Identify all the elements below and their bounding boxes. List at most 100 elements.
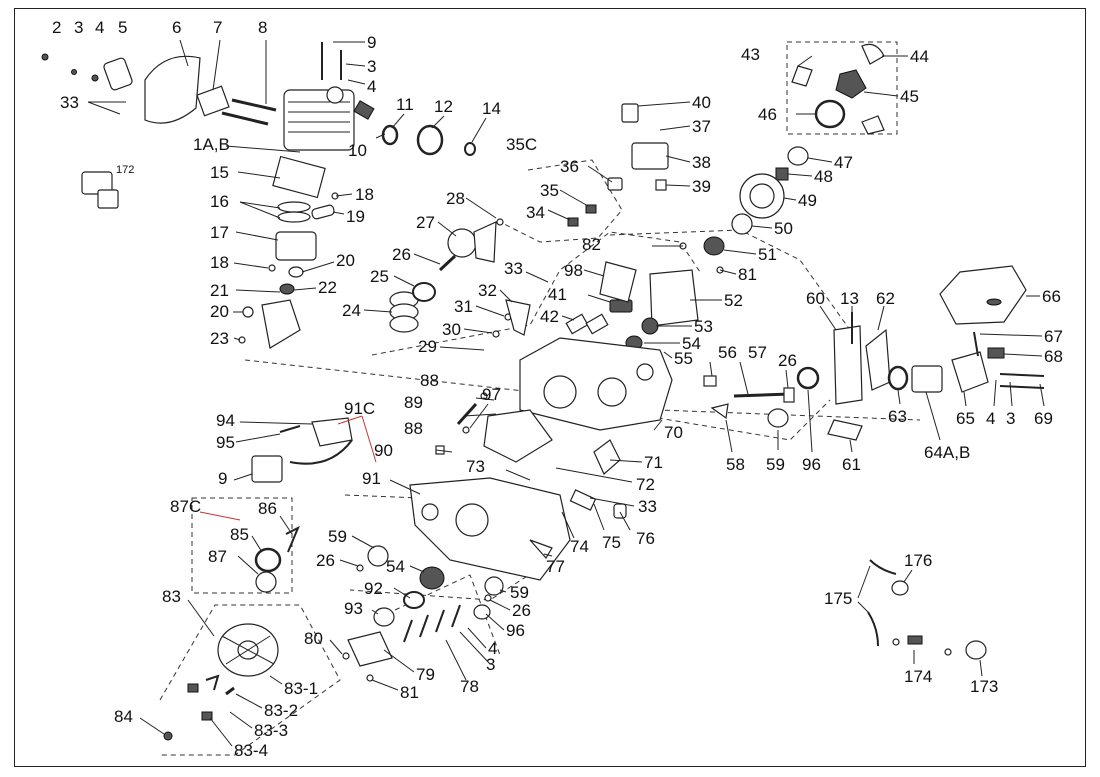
- label-59-lower: 59: [510, 583, 529, 602]
- part-drawings: [41, 42, 1045, 741]
- bearing-59c-icon: [484, 576, 504, 596]
- piston-17-icon: [275, 231, 317, 261]
- label-83: 83: [162, 587, 181, 606]
- label-65: 65: [956, 409, 975, 428]
- screw-34-icon: [567, 217, 579, 227]
- oil-pump-group-box: [499, 159, 623, 243]
- screw-2-icon: [41, 53, 49, 61]
- label-17: 17: [210, 223, 229, 242]
- bearing-48-icon: [775, 167, 789, 181]
- nut-76-icon: [613, 503, 627, 519]
- circlip-92-icon: [403, 591, 425, 609]
- label-35c: 35C: [506, 135, 537, 154]
- label-33-left: 33: [60, 93, 79, 112]
- label-48: 48: [814, 167, 833, 186]
- label-33-mid: 33: [504, 259, 523, 278]
- label-18-top: 18: [355, 185, 374, 204]
- module-9-icon: [251, 455, 283, 483]
- plate-61-icon: [827, 419, 863, 441]
- pawl-83-2-icon: [205, 674, 220, 691]
- label-46: 46: [758, 105, 777, 124]
- label-72: 72: [636, 475, 655, 494]
- label-41: 41: [548, 285, 567, 304]
- label-34: 34: [526, 203, 545, 222]
- label-28: 28: [446, 189, 465, 208]
- label-27: 27: [416, 213, 435, 232]
- label-3-lower: 3: [486, 655, 495, 674]
- housing-66-icon: [939, 265, 1027, 325]
- screw-28-icon: [496, 218, 504, 226]
- label-94: 94: [216, 411, 235, 430]
- label-71: 71: [644, 453, 663, 472]
- spring-83-3-icon: [225, 686, 235, 696]
- oil-cover-52-icon: [649, 269, 699, 327]
- gasket-15-icon: [272, 155, 326, 199]
- label-82: 82: [582, 235, 601, 254]
- label-83-1: 83-1: [284, 679, 318, 698]
- bearing-87-icon: [255, 571, 277, 593]
- label-15: 15: [210, 163, 229, 182]
- label-4-lower: 4: [488, 639, 497, 658]
- crankcase-half-91-icon: [409, 477, 571, 581]
- screw-80-icon: [342, 652, 350, 660]
- label-79: 79: [416, 665, 435, 684]
- drawing-border: [14, 8, 1086, 767]
- label-53: 53: [694, 317, 713, 336]
- label-91: 91: [362, 469, 381, 488]
- label-88-bottom: 88: [404, 419, 423, 438]
- seal-53-icon: [641, 317, 659, 335]
- screw-83-1-icon: [187, 683, 199, 693]
- label-54-top: 54: [682, 334, 701, 353]
- coil-94-icon: [311, 417, 353, 447]
- label-32: 32: [478, 281, 497, 300]
- pin-83-4-icon: [201, 711, 213, 721]
- label-2: 2: [52, 18, 61, 37]
- shoe-43-icon: [791, 65, 813, 87]
- label-50: 50: [774, 219, 793, 238]
- label-20-left: 20: [210, 302, 229, 321]
- screw-81b-icon: [366, 674, 374, 682]
- plate-60-icon: [833, 325, 863, 405]
- label-80: 80: [304, 629, 323, 648]
- label-56: 56: [718, 343, 737, 362]
- flywheel-group-box: [159, 604, 341, 756]
- label-92: 92: [364, 579, 383, 598]
- valve-173-icon: [965, 640, 987, 660]
- collar-25-icon: [412, 282, 436, 302]
- label-43: 43: [741, 45, 760, 64]
- washer-93-icon: [373, 607, 395, 627]
- hub-45-icon: [835, 69, 867, 99]
- elbow-40-icon: [621, 103, 639, 123]
- piston-ring-16b-icon: [277, 211, 311, 223]
- label-9-coil: 9: [218, 469, 227, 488]
- cylinder-1-icon: [283, 86, 355, 151]
- boot-24-icon: [389, 291, 419, 333]
- label-51: 51: [758, 245, 777, 264]
- label-67: 67: [1044, 327, 1063, 346]
- seal-85-icon: [254, 547, 282, 573]
- label-14: 14: [482, 99, 501, 118]
- label-93: 93: [344, 599, 363, 618]
- label-173: 173: [970, 677, 998, 696]
- plate-79-icon: [347, 631, 393, 667]
- hose-175-icon: [869, 559, 897, 575]
- label-3-top: 3: [74, 18, 83, 37]
- clip-173-icon: [944, 648, 952, 656]
- clutch-group-box: [786, 41, 898, 135]
- clutch-drum-49-icon: [739, 173, 785, 219]
- screws-78-icon: [403, 604, 461, 643]
- label-63: 63: [888, 407, 907, 426]
- ignition-64-icon: [911, 365, 943, 393]
- label-7: 7: [213, 18, 222, 37]
- label-4-right: 4: [986, 409, 995, 428]
- plate-5-icon: [103, 57, 133, 91]
- filter-176-icon: [891, 580, 909, 596]
- spark-plug-10-icon: [353, 100, 375, 120]
- housing-66-vent-icon: [986, 298, 1002, 306]
- bearing-20-icon: [288, 266, 304, 278]
- label-58: 58: [726, 455, 745, 474]
- pump-36-icon: [607, 177, 623, 191]
- washer-50-icon: [731, 213, 753, 235]
- label-176: 176: [904, 551, 932, 570]
- label-47: 47: [834, 153, 853, 172]
